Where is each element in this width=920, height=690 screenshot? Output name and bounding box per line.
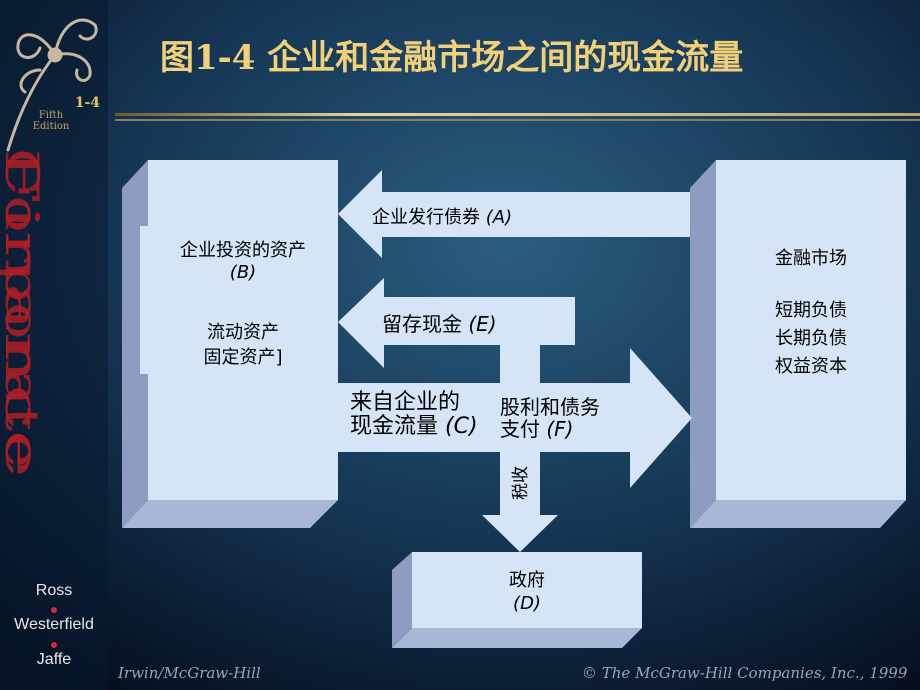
bonds-arrow-label: 企业发行债券 (A) [372,203,512,229]
short-term-debt-label: 短期负债 [775,300,847,321]
retained-arrow-label: 留存现金 (E) [382,308,497,337]
separator-dot [51,642,57,648]
ornament-icon [6,18,98,152]
retained-code: (E) [468,312,497,336]
cash-flow-line2: 现金流量 [350,414,439,439]
firm-box-code: (B) [229,262,257,283]
firm-box-title: 企业投资的资产 [180,240,306,261]
footer-copyright: © The McGraw-Hill Companies, Inc., 1999 [582,664,908,682]
brand-vertical: Corporate Finance [0,148,46,478]
cash-flow-line1: 来自企业的 [350,390,461,415]
cash-flow-arrow [338,348,692,488]
retained-cash-arrow [338,278,575,368]
author-westerfield: Westerfield [14,616,94,633]
equity-label: 权益资本 [775,356,847,377]
current-assets-label: 流动资产 [207,322,279,343]
market-box-title: 金融市场 [775,248,847,269]
author-jaffe: Jaffe [36,651,72,668]
dividends-label: 股利和债务 支付 (F) [500,396,600,440]
slide-number: 1-4 [74,95,100,111]
author-ross: Ross [35,582,73,599]
brand-word-corporate: Corporate [0,148,46,468]
bonds-code: (A) [485,207,513,228]
dividends-line2: 支付 [500,417,540,441]
dividends-code: (F) [546,417,574,441]
bonds-text: 企业发行债券 [372,207,480,228]
cash-flow-code: (C) [445,414,478,439]
retained-text: 留存现金 [382,312,462,336]
cash-flow-label: 来自企业的 现金流量 (C) [350,391,478,439]
footer-publisher: Irwin/McGraw-Hill [118,664,261,682]
taxes-label: 税收 [511,466,531,500]
dividends-line1: 股利和债务 [500,395,600,419]
edition-label: Fifth Edition [32,110,70,132]
fixed-assets-label: 固定资产] [203,347,283,368]
government-box [392,552,642,648]
brand-word-finance: Finance [0,148,46,478]
bonds-arrow [338,170,690,258]
separator-dot [51,607,57,613]
long-term-debt-label: 长期负债 [775,328,847,349]
government-code: (D) [513,593,541,614]
financial-markets-box [690,160,906,528]
government-title: 政府 [509,570,545,591]
slide-title: 图1-4 企业和金融市场之间的现金流量 [160,38,744,78]
